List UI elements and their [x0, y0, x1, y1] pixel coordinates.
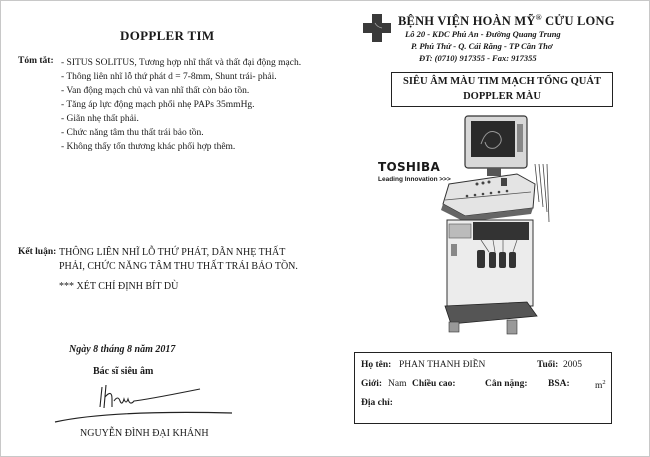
bsa-unit-base: m	[595, 381, 603, 392]
brand-logo: TOSHIBA	[378, 160, 441, 174]
hospital-name-suffix: CỬU LONG	[541, 14, 615, 29]
hospital-address-line2: P. Phú Thứ - Q. Cái Răng - TP Cần Thơ	[411, 41, 553, 51]
registered-mark: ®	[535, 13, 542, 22]
hospital-address-line1: Lô 20 - KDC Phú An - Đường Quang Trung	[405, 29, 561, 39]
exam-title-line2: DOPPLER MÀU	[463, 91, 541, 102]
patient-info-box: Họ tên: PHAN THANH ĐIỀN Tuổi: 2005 Giới:…	[354, 352, 612, 424]
weight-label: Cân nặng:	[485, 379, 528, 389]
summary-item: - Chức năng tâm thu thất trái bảo tồn.	[61, 128, 204, 138]
report-date: Ngày 8 tháng 8 năm 2017	[69, 344, 176, 355]
ultrasound-machine-image	[441, 115, 550, 335]
conclusion-label: Kết luận:	[18, 247, 57, 257]
signature-icon	[54, 384, 233, 423]
conclusion-note: *** XÉT CHỈ ĐỊNH BÍT DÙ	[59, 281, 179, 292]
address-label: Địa chỉ:	[361, 398, 393, 408]
exam-title-line1: SIÊU ÂM MÀU TIM MẠCH TỔNG QUÁT	[403, 76, 601, 87]
summary-label: Tóm tắt:	[18, 56, 54, 66]
conclusion-text: THÔNG LIÊN NHĨ LỖ THỨ PHÁT, DÃN NHẸ THẤT…	[59, 247, 298, 272]
height-label: Chiều cao:	[412, 379, 456, 389]
hospital-name-main: BỆNH VIỆN HOÀN MỸ	[398, 14, 536, 29]
bsa-unit-sup: 2	[602, 379, 606, 386]
bsa-label: BSA:	[548, 379, 570, 389]
patient-age: 2005	[563, 360, 582, 370]
exam-title-box: SIÊU ÂM MÀU TIM MẠCH TỔNG QUÁT DOPPLER M…	[391, 72, 613, 107]
summary-item: - Không thấy tổn thương khác phối hợp th…	[61, 142, 236, 152]
report-title: DOPPLER TIM	[120, 28, 215, 43]
summary-item: - Van động mạch chủ và van nhĩ thất còn …	[61, 86, 250, 96]
doctor-title: Bác sĩ siêu âm	[93, 366, 154, 377]
summary-item: - SITUS SOLITUS, Tương hợp nhĩ thất và t…	[61, 58, 302, 68]
hospital-contact: ĐT: (0710) 917355 - Fax: 917355	[419, 53, 537, 63]
patient-name: PHAN THANH ĐIỀN	[399, 360, 486, 370]
summary-item: - Tăng áp lực động mạch phổi nhẹ PAPs 35…	[61, 100, 255, 110]
hospital-name: BỆNH VIỆN HOÀN MỸ® CỬU LONG	[398, 13, 615, 29]
age-label: Tuổi:	[537, 360, 559, 370]
summary-list: - SITUS SOLITUS, Tương hợp nhĩ thất và t…	[61, 56, 311, 154]
patient-sex: Nam	[388, 379, 407, 389]
brand-tagline: Leading Innovation >>>	[378, 176, 451, 183]
summary-item: - Giãn nhẹ thất phải.	[61, 114, 139, 124]
sex-label: Giới:	[361, 379, 383, 389]
doctor-name: NGUYỄN ĐÌNH ĐẠI KHÁNH	[80, 428, 209, 439]
name-label: Họ tên:	[361, 360, 392, 370]
summary-item: - Thông liên nhĩ lỗ thứ phát d = 7-8mm, …	[61, 72, 277, 82]
bsa-unit: m2	[595, 379, 606, 391]
hospital-cross-logo-icon	[363, 14, 391, 42]
